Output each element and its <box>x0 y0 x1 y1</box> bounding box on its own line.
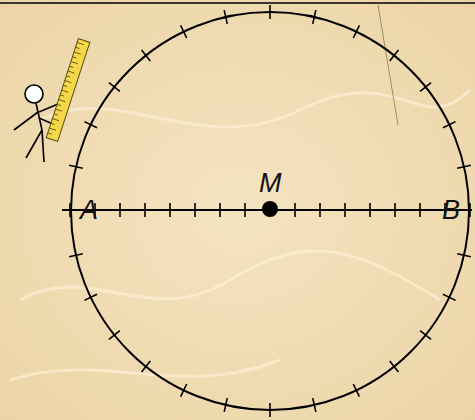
circle-tick <box>390 361 399 372</box>
circle-tick <box>109 331 120 340</box>
circle-tick <box>69 165 83 168</box>
tick-marks <box>69 5 471 417</box>
circle-tick <box>69 254 83 257</box>
diameter-tick <box>144 203 146 217</box>
center-dot <box>262 201 278 217</box>
diameter-tick <box>394 203 396 217</box>
circle-tick <box>313 398 316 412</box>
circle-tick <box>84 122 97 128</box>
circle-tick <box>224 398 227 412</box>
circle-tick <box>313 10 316 24</box>
circle-tick <box>353 25 359 38</box>
point-label: M <box>259 170 282 197</box>
circle-tick <box>390 50 399 61</box>
diameter-tick <box>369 203 371 217</box>
stick-figure <box>14 39 90 162</box>
diameter-tick <box>419 203 421 217</box>
diameter-tick <box>294 203 296 217</box>
top-rule <box>0 2 475 4</box>
diameter-tick <box>119 203 121 217</box>
parchment-texture <box>10 90 470 380</box>
diameter-tick <box>469 203 471 217</box>
faint-stroke <box>378 5 398 125</box>
circle-tick <box>84 294 97 300</box>
circle-tick <box>109 83 120 92</box>
circle-tick <box>457 254 471 257</box>
circle-tick <box>269 403 271 417</box>
circle-tick <box>224 10 227 24</box>
circle-tick <box>181 25 187 38</box>
circle-tick <box>443 122 456 128</box>
circle-tick <box>420 331 431 340</box>
diameter-tick <box>244 203 246 217</box>
diameter-tick <box>69 203 71 217</box>
circle-tick <box>181 384 187 397</box>
diameter-tick <box>319 203 321 217</box>
circle-tick <box>142 50 151 61</box>
point-label: A <box>80 197 98 224</box>
circle-tick <box>443 294 456 300</box>
circle-tick <box>269 5 271 19</box>
circle-tick <box>420 83 431 92</box>
circle-tick <box>353 384 359 397</box>
diameter-tick <box>344 203 346 217</box>
diameter-tick <box>169 203 171 217</box>
point-label: B <box>442 197 460 224</box>
circle-tick <box>457 165 471 168</box>
diameter-tick <box>194 203 196 217</box>
circle-tick <box>142 361 151 372</box>
diameter-tick <box>219 203 221 217</box>
